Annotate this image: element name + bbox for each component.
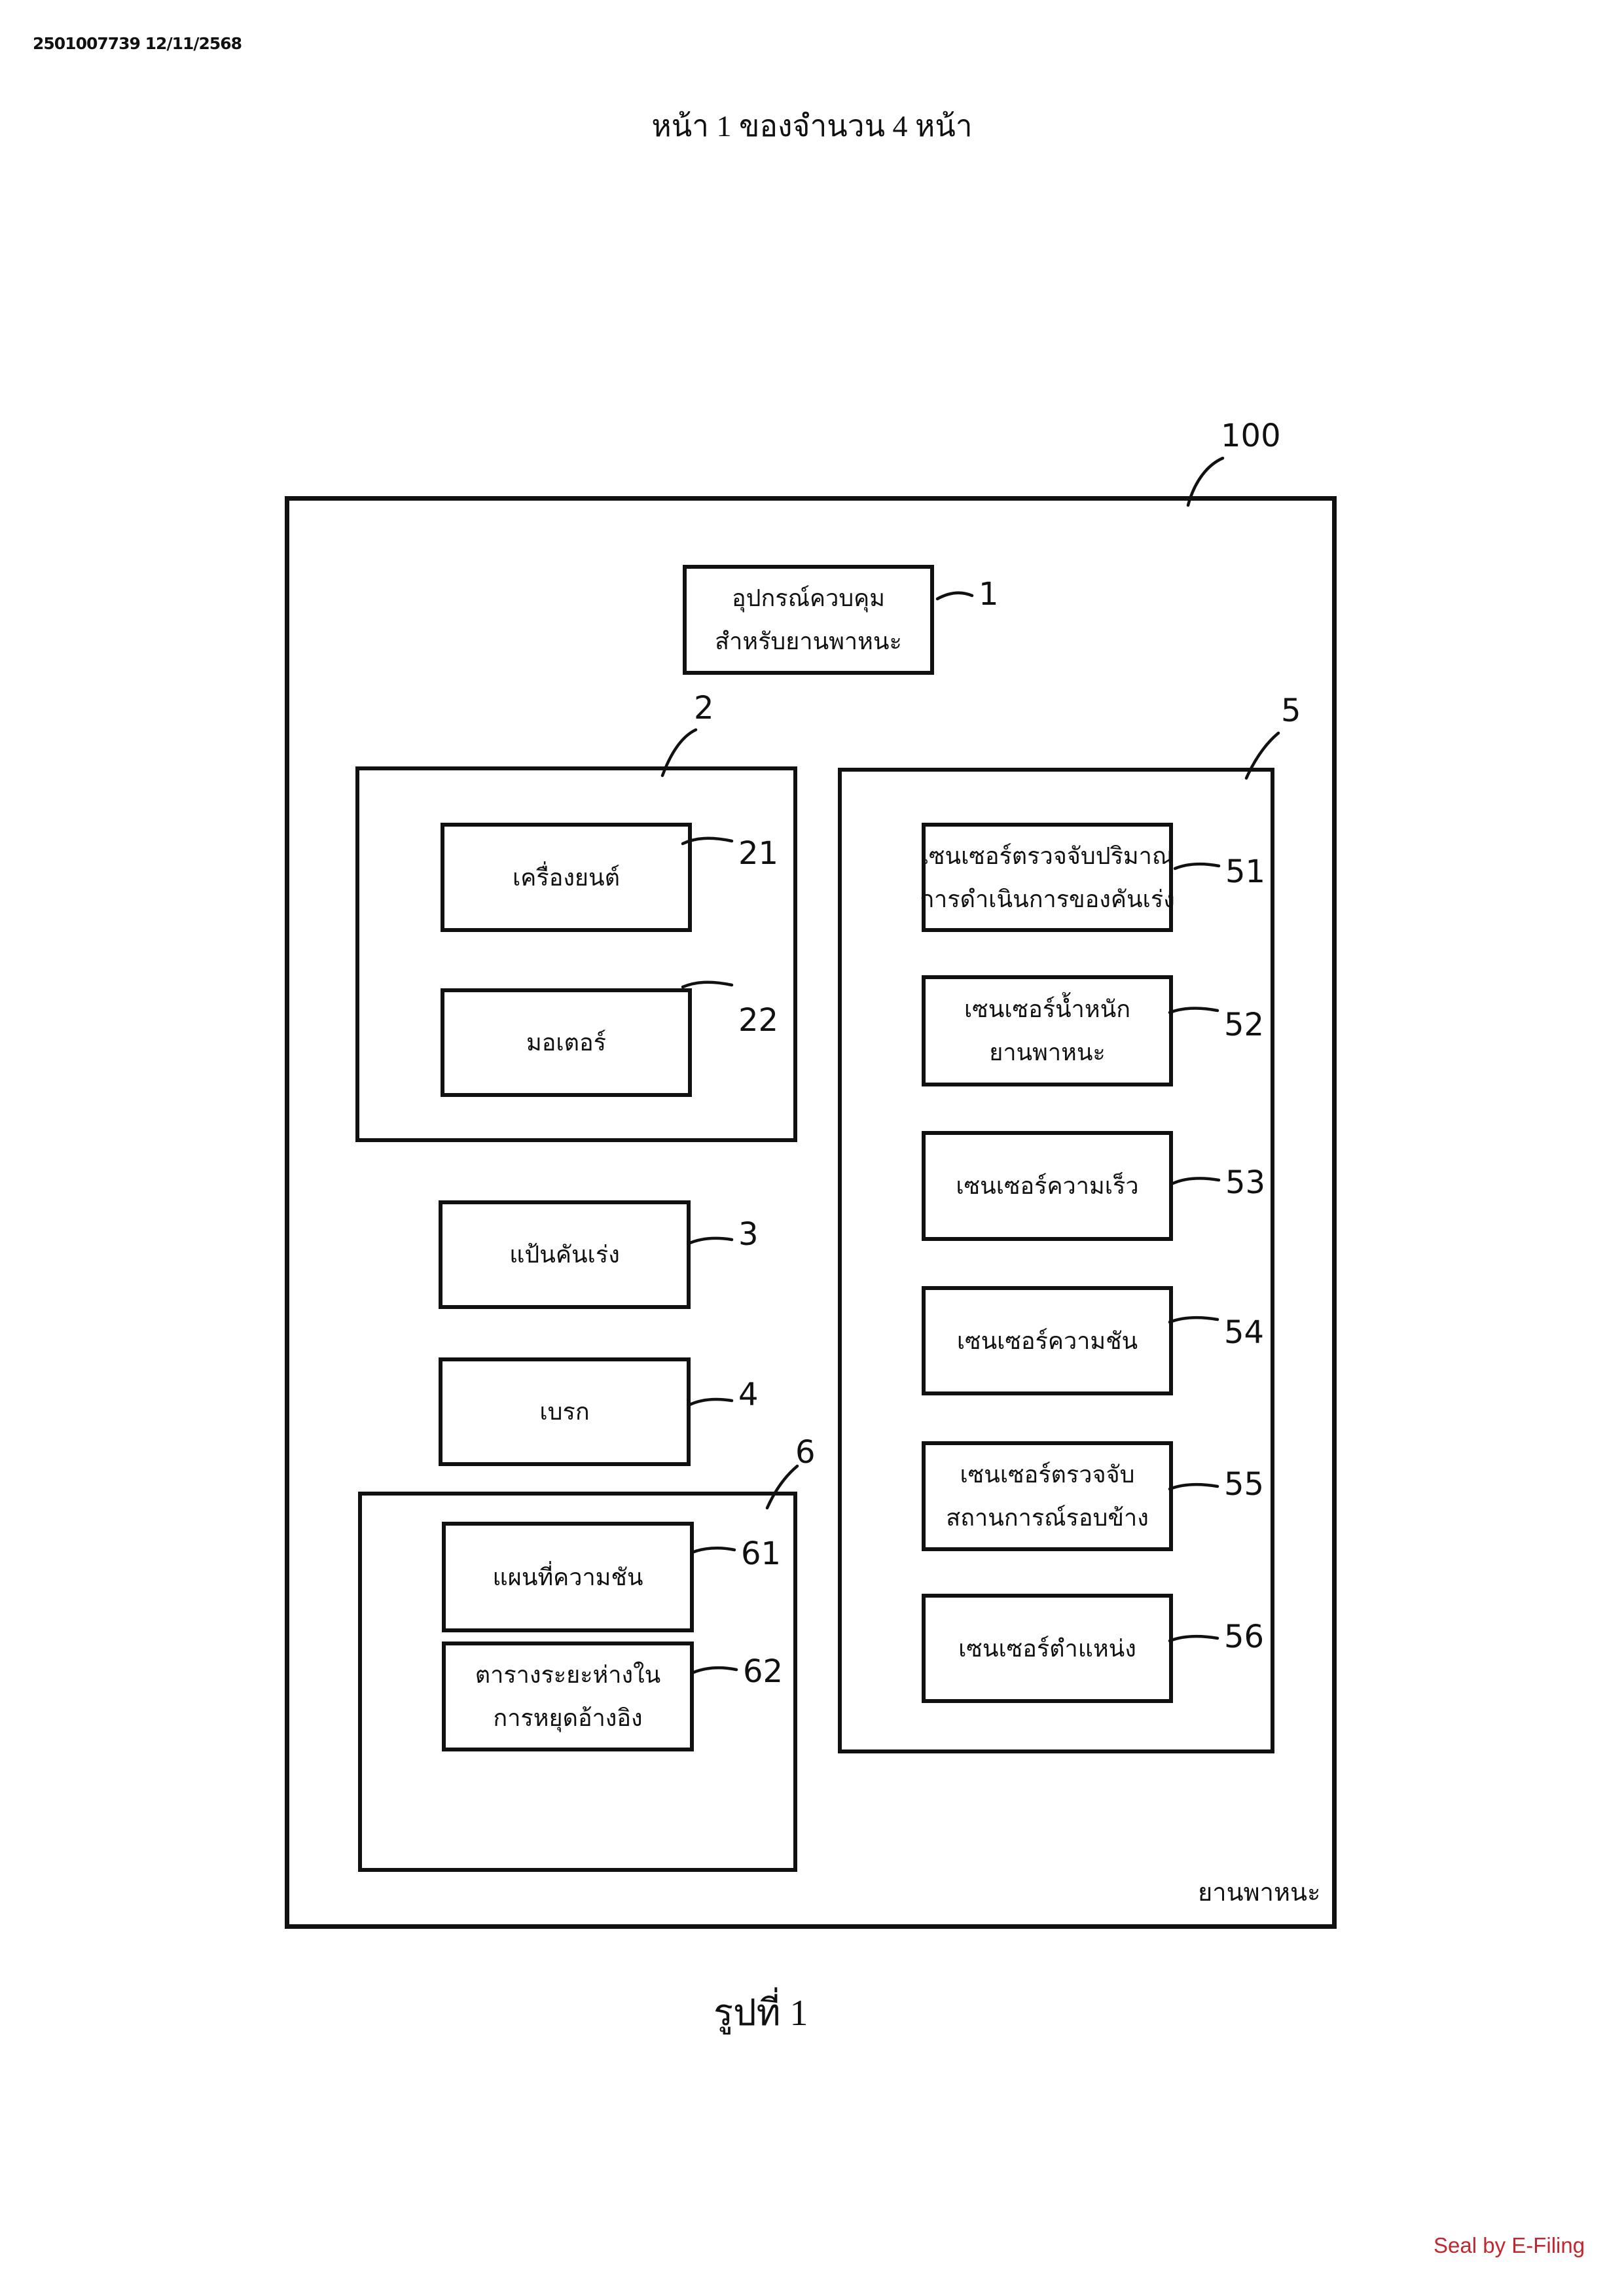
engine-label: เครื่องยนต์ [512,864,620,891]
ref-label-5: 5 [1281,692,1301,729]
sensor-54-label: เซนเซอร์ความชัน [956,1327,1138,1354]
position-sensor-box: เซนเซอร์ตำแหน่ง [922,1594,1173,1703]
page-header: หน้า 1 ของจำนวน 4 หน้า [651,109,973,143]
ref-label-61: 61 [741,1535,782,1572]
slope-map-box: แผนที่ความชัน [442,1522,694,1632]
motor-label: มอเตอร์ [526,1030,606,1056]
accelerator-pedal-box: แป้นคันเร่ง [439,1200,691,1309]
sensor-51-line-2: การดำเนินการของคันเร่ง [920,886,1175,912]
ref-label-21: 21 [738,835,779,872]
ref-label-4: 4 [738,1376,759,1413]
ref-label-1: 1 [979,576,999,613]
storage-group [358,1492,797,1872]
sensor-52-line-1: เซนเซอร์น้ำหนัก [964,996,1130,1022]
control-device-line-2: สำหรับยานพาหนะ [715,628,902,655]
reference-table-line-2: การหยุดอ้างอิง [493,1705,643,1731]
slope-map-label: แผนที่ความชัน [492,1564,643,1590]
vehicle-weight-sensor-box: เซนเซอร์น้ำหนัก ยานพาหนะ [922,975,1173,1086]
speed-sensor-box: เซนเซอร์ความเร็ว [922,1131,1173,1241]
ref-label-51: 51 [1225,853,1266,890]
sensor-56-label: เซนเซอร์ตำแหน่ง [958,1635,1136,1662]
motor-box: มอเตอร์ [441,988,692,1097]
accelerator-operation-sensor-box: เซนเซอร์ตรวจจับปริมาณ การดำเนินการของคัน… [920,823,1175,932]
sensor-55-line-2: สถานการณ์รอบข้าง [946,1505,1149,1531]
ref-label-54: 54 [1224,1314,1265,1351]
accelerator-pedal-label: แป้นคันเร่ง [509,1242,620,1268]
sensor-51-line-1: เซนเซอร์ตรวจจับปริมาณ [920,842,1174,869]
control-device-box: อุปกรณ์ควบคุม สำหรับยานพาหนะ [683,565,934,675]
slope-sensor-box: เซนเซอร์ความชัน [922,1286,1173,1395]
document-id-stamp: 2501007739 12/11/2568 [33,34,242,53]
sensor-53-label: เซนเซอร์ความเร็ว [956,1173,1139,1199]
e-filing-seal: Seal by E-Filing [1434,2233,1585,2257]
ref-label-3: 3 [738,1216,759,1253]
surrounding-situation-sensor-box: เซนเซอร์ตรวจจับ สถานการณ์รอบข้าง [922,1441,1173,1551]
ref-label-6: 6 [795,1434,816,1471]
brake-box: เบรก [439,1357,691,1466]
brake-label: เบรก [539,1399,590,1425]
ref-label-55: 55 [1224,1466,1265,1503]
control-device-line-1: อุปกรณ์ควบคุม [732,585,885,611]
figure-caption: รูปที่ 1 [713,1993,808,2034]
sensor-52-line-2: ยานพาหนะ [989,1039,1106,1066]
ref-label-52: 52 [1224,1007,1265,1043]
reference-table-line-1: ตารางระยะห่างใน [475,1662,661,1688]
vehicle-label: ยานพาหนะ [1198,1879,1321,1907]
sensor-55-line-1: เซนเซอร์ตรวจจับ [960,1462,1135,1488]
ref-label-53: 53 [1225,1164,1266,1201]
ref-label-56: 56 [1224,1619,1265,1655]
ref-label-62: 62 [743,1653,784,1690]
ref-label-100: 100 [1221,418,1281,454]
reference-stopping-distance-table-box: ตารางระยะห่างใน การหยุดอ้างอิง [442,1641,694,1751]
ref-label-22: 22 [738,1002,779,1039]
ref-label-2: 2 [694,690,714,726]
sensor-group [838,768,1274,1753]
vehicle-frame [285,496,1337,1929]
engine-box: เครื่องยนต์ [441,823,692,932]
drive-source-group [355,766,797,1142]
